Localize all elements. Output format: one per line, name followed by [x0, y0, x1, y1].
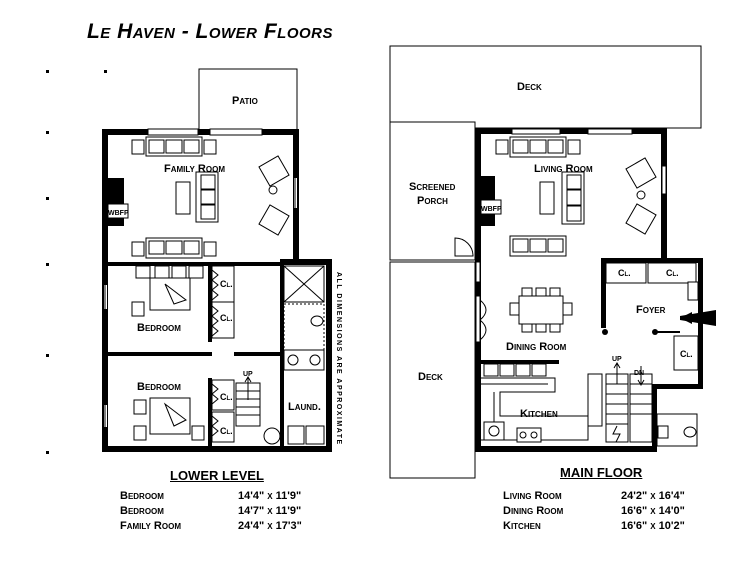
dining-room-label: Dining Room — [506, 341, 567, 353]
kitchen-label: Kitchen — [520, 408, 558, 420]
lower-closet3-label: Cl. — [220, 392, 233, 402]
room-size: 14'4" x 11'9" — [238, 489, 302, 502]
patio-label: Patio — [232, 95, 258, 107]
room-size: 24'4" x 17'3" — [238, 519, 302, 532]
main-wbfp-label: WBFP — [481, 206, 502, 213]
lower-stair-up-label: UP — [243, 371, 253, 378]
table-row: Bedroom 14'4" x 11'9" — [120, 488, 302, 503]
family-room-sofa-bottom — [145, 237, 203, 259]
main-closet3-label: Cl. — [680, 349, 693, 359]
margin-marks — [46, 70, 107, 454]
main-stair-dn-label: DN — [634, 370, 644, 377]
screened-porch-label-2: Porch — [417, 195, 448, 207]
deck-top-label: Deck — [517, 81, 542, 93]
room-size: 16'6" x 10'2" — [621, 519, 685, 532]
room-name: Bedroom — [120, 489, 164, 502]
lower-level-heading: LOWER LEVEL — [170, 468, 264, 483]
family-room-sofa-side — [195, 171, 219, 223]
dimensions-note: ALL DIMENSIONS ARE APPROXIMATE — [335, 272, 342, 446]
main-stair-down — [629, 366, 653, 443]
living-room-sofa-side — [561, 171, 585, 225]
bedroom2-label: Bedroom — [137, 381, 181, 393]
living-room-sofa-top — [509, 136, 567, 158]
bedroom1-label: Bedroom — [137, 322, 181, 334]
main-closet1-label: Cl. — [618, 268, 631, 278]
deck-side-label: Deck — [418, 371, 443, 383]
main-floor-plan: Deck Screened Porch Deck WBFP — [389, 45, 716, 479]
table-row: Bedroom 14'7" x 11'9" — [120, 503, 302, 518]
main-stair-up-label: UP — [612, 356, 622, 363]
main-floor-dimensions: Living Room 24'2" x 16'4" Dining Room 16… — [503, 488, 685, 533]
table-row: Family Room 24'4" x 17'3" — [120, 518, 302, 533]
entry-arrow — [680, 310, 716, 326]
lower-closet4-label: Cl. — [220, 426, 233, 436]
main-floor-heading: MAIN FLOOR — [560, 465, 643, 480]
foyer-label: Foyer — [636, 304, 666, 316]
living-room-sofa-bottom — [509, 235, 567, 257]
room-size: 16'6" x 14'0" — [621, 504, 685, 517]
lower-stair — [235, 376, 261, 427]
room-name: Living Room — [503, 489, 562, 502]
room-name: Dining Room — [503, 504, 564, 517]
room-name: Family Room — [120, 519, 181, 532]
dining-table — [509, 287, 573, 333]
lower-closet2-label: Cl. — [220, 313, 233, 323]
family-room-sofa-top — [145, 136, 203, 157]
room-name: Bedroom — [120, 504, 164, 517]
room-size: 14'7" x 11'9" — [238, 504, 302, 517]
plan-title: Le Haven - Lower Floors — [86, 20, 334, 43]
table-row: Dining Room 16'6" x 14'0" — [503, 503, 685, 518]
screened-porch-label-1: Screened — [409, 181, 456, 193]
patio-area — [198, 68, 298, 131]
table-row: Kitchen 16'6" x 10'2" — [503, 518, 685, 533]
laundry-label: Laund. — [288, 401, 321, 413]
lower-closet1-label: Cl. — [220, 279, 233, 289]
main-stair-up — [605, 362, 629, 443]
room-size: 24'2" x 16'4" — [621, 489, 685, 502]
lower-level-dimensions: Bedroom 14'4" x 11'9" Bedroom 14'7" x 11… — [120, 488, 302, 533]
lower-wbfp-label: WBFP — [108, 210, 129, 217]
room-name: Kitchen — [503, 519, 541, 532]
lower-level-plan: Patio WBFP — [102, 68, 342, 452]
table-row: Living Room 24'2" x 16'4" — [503, 488, 685, 503]
main-closet2-label: Cl. — [666, 268, 679, 278]
